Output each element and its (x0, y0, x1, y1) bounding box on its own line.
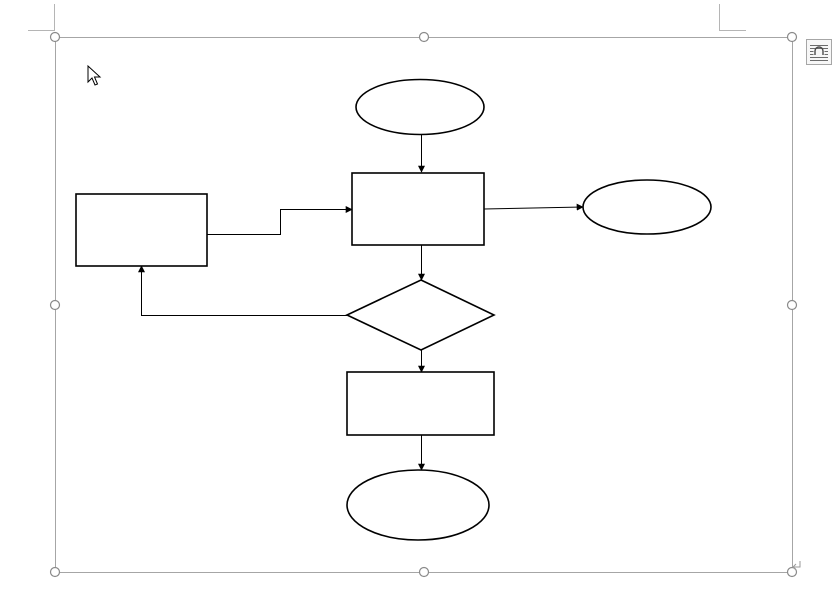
connector-process-to-output[interactable] (483, 203, 584, 211)
end-ellipse[interactable] (346, 469, 490, 541)
resize-handle-bottom[interactable] (418, 566, 430, 578)
resize-handle-top-right[interactable] (786, 31, 798, 43)
start-ellipse[interactable] (355, 78, 485, 136)
resize-handle-right[interactable] (786, 299, 798, 311)
process-box-main[interactable] (351, 172, 485, 246)
layout-options-icon (810, 45, 828, 61)
process-box-left[interactable] (75, 193, 208, 267)
mouse-pointer-icon (87, 64, 102, 86)
resize-handle-bottom-left[interactable] (49, 566, 61, 578)
resize-handle-top[interactable] (418, 31, 430, 43)
connector-left-to-process[interactable] (207, 206, 353, 235)
layout-options-button[interactable] (806, 39, 832, 65)
output-ellipse[interactable] (582, 179, 712, 235)
resize-handle-top-left[interactable] (49, 31, 61, 43)
resize-handle-bottom-right[interactable] (786, 566, 798, 578)
connector-decision-to-left[interactable] (138, 265, 348, 316)
decision-diamond[interactable] (345, 279, 496, 351)
paragraph-return-icon (792, 561, 801, 571)
resize-handle-left[interactable] (49, 299, 61, 311)
corner-crop-mark-icon (28, 4, 746, 31)
process-box-bottom[interactable] (346, 371, 495, 436)
